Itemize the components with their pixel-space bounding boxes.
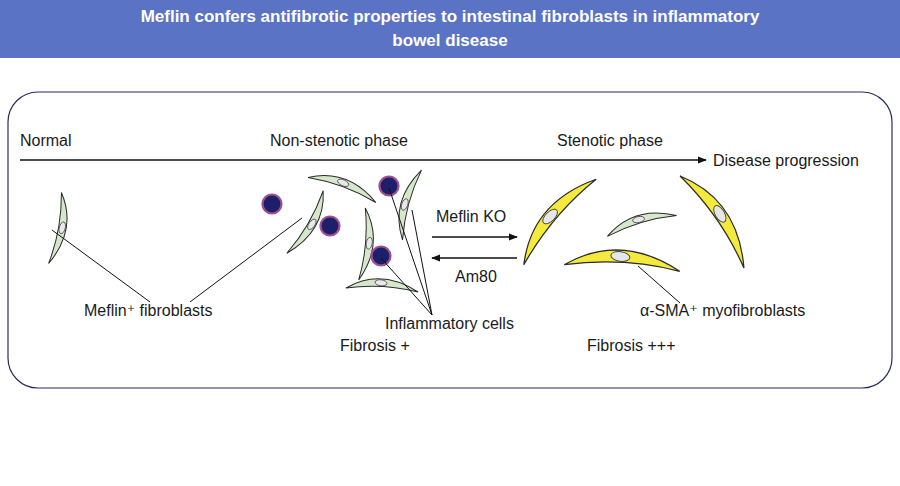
stage-label: Normal — [20, 131, 72, 150]
inflammatory-cell — [263, 195, 282, 214]
leader-line — [52, 230, 150, 302]
title-text: Meflin confers antifibrotic properties t… — [130, 0, 770, 53]
myofibroblast — [508, 170, 602, 264]
leader-line — [190, 218, 302, 302]
cell-label: α-SMA⁺ myofibroblasts — [640, 301, 805, 320]
leader-line — [389, 188, 432, 315]
knockout-arrow — [432, 236, 517, 237]
frame — [8, 92, 892, 388]
leader-line — [381, 258, 432, 315]
fibroblast — [43, 192, 75, 265]
stage-label: Stenotic phase — [557, 131, 663, 150]
fibrosis-label: Fibrosis + — [340, 336, 410, 355]
leader-line — [638, 266, 680, 303]
myofibroblast — [564, 242, 681, 281]
leader-line — [412, 210, 432, 315]
inflammatory-cell — [380, 177, 399, 196]
inflammatory-cell — [372, 247, 391, 266]
fibroblast — [346, 274, 419, 298]
arrow-label: Meflin KO — [436, 207, 506, 226]
fibroblast — [604, 208, 677, 237]
arrow-label: Am80 — [455, 267, 497, 286]
rescue-arrow — [432, 257, 517, 258]
inflammatory-cell — [321, 217, 340, 236]
fibroblast — [353, 208, 379, 281]
title-band: Meflin confers antifibrotic properties t… — [0, 0, 900, 58]
stage-label: Non-stenotic phase — [270, 131, 408, 150]
myofibroblast — [680, 165, 755, 273]
fibroblast — [308, 165, 379, 208]
axis-label: Disease progression — [713, 151, 859, 170]
cell-label: Meflin⁺ fibroblasts — [84, 301, 213, 320]
progression-arrow — [20, 159, 706, 160]
fibrosis-label: Fibrosis +++ — [587, 336, 675, 355]
cell-label: Inflammatory cells — [385, 314, 514, 333]
